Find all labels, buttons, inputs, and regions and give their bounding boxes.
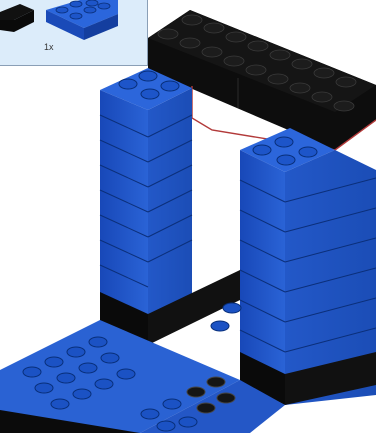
part-quantity-label: 1x bbox=[44, 42, 54, 52]
blue-brick-icon bbox=[46, 0, 118, 40]
parts-callout: 1x bbox=[0, 0, 148, 66]
right-blue-column bbox=[240, 128, 376, 405]
left-blue-column bbox=[100, 68, 240, 345]
black-brick-icon bbox=[0, 4, 34, 32]
